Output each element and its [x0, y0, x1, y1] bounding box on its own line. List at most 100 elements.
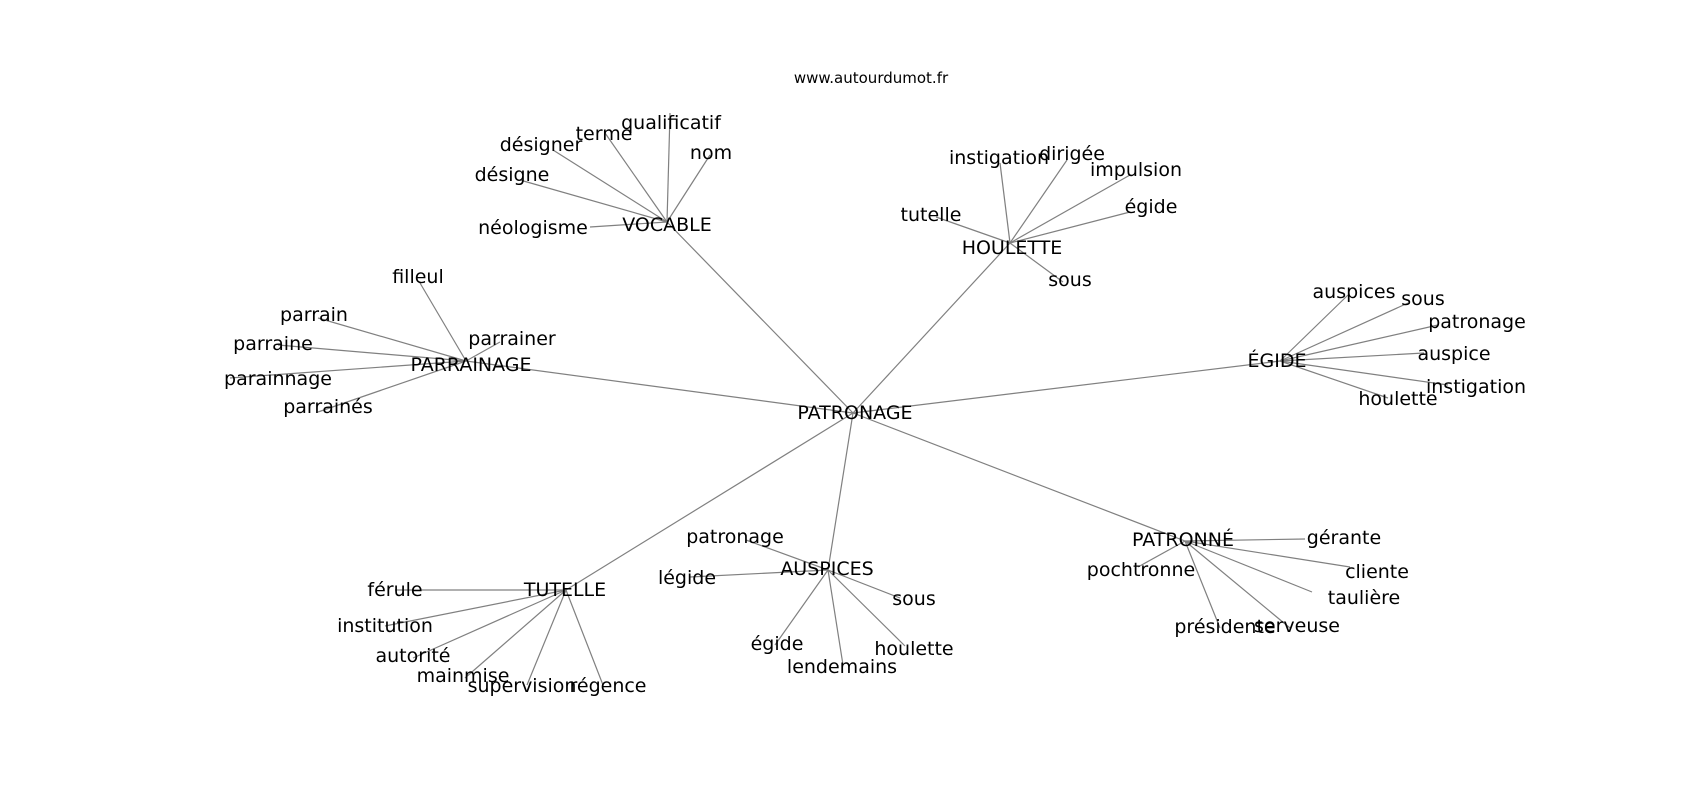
edge-egide-sous [1279, 302, 1409, 362]
leaf-label-parrainer: parrainer [468, 328, 556, 350]
edge-auspices-houlette [827, 569, 906, 647]
leaf-label-instigation: instigation [949, 147, 1049, 169]
leaf-label-lendemains: lendemains [787, 656, 897, 678]
edges [229, 112, 1449, 686]
leaf-label-presidente: présidente [1174, 616, 1275, 638]
leaf-label-impulsion: impulsion [1090, 159, 1182, 181]
hub-label-parrainage: PARRAINAGE [410, 354, 531, 376]
edge-patronne-presidente [1184, 540, 1221, 629]
edge-tutelle-mainmise [464, 589, 567, 679]
edge-parrainage-parraine [277, 344, 467, 362]
labels: PATRONAGEVOCABLEqualificatiftermedésigne… [224, 112, 1526, 697]
edge-auspices-patronage [745, 539, 829, 571]
edge-egide-instigation [1279, 360, 1449, 386]
edge-houlette-sous [1009, 242, 1064, 283]
hub-label-houlette: HOULETTE [962, 237, 1063, 259]
edge-vocable-neologisme [589, 221, 668, 228]
edge-patronne-cliente [1184, 540, 1351, 568]
edge-vocable-terme [604, 132, 668, 223]
edge-root-houlette [852, 242, 1011, 414]
leaf-label-sous: sous [1048, 269, 1091, 291]
leaf-label-tutelle: tutelle [901, 204, 962, 226]
edge-parrainage-parraines [317, 360, 467, 413]
leaf-label-autorite: autorité [376, 645, 451, 667]
edge-root-patronne [852, 412, 1186, 542]
edge-patronne-pochtronne [1137, 540, 1186, 568]
edge-parrainage-parrainer [465, 341, 501, 362]
edge-tutelle-regence [565, 589, 604, 686]
edge-root-auspices [827, 412, 854, 571]
edge-vocable-qualificatif [666, 112, 671, 223]
edge-patronne-tauliere [1184, 540, 1313, 593]
hub-label-egide: ÉGIDE [1248, 349, 1307, 372]
leaf-label-tauliere: taulière [1328, 587, 1400, 609]
edge-tutelle-supervision [526, 589, 567, 686]
leaf-label-pochtronne: pochtronne [1087, 559, 1195, 581]
edge-vocable-designe [519, 179, 668, 223]
leaf-label-cliente: cliente [1345, 561, 1409, 583]
root-node-label: PATRONAGE [797, 402, 912, 424]
edge-houlette-impulsion [1009, 174, 1131, 244]
edge-vocable-designer [552, 149, 668, 223]
edge-root-parrainage [465, 360, 854, 414]
leaf-label-supervision: supervision [468, 675, 577, 697]
site-url: www.autourdumot.fr [794, 69, 949, 87]
leaf-label-egide: égide [1125, 196, 1178, 218]
edge-egide-patronage [1279, 324, 1439, 362]
leaf-label-serveuse: serveuse [1254, 615, 1340, 637]
leaf-label-sous: sous [1401, 288, 1444, 310]
edge-egide-auspice [1279, 352, 1425, 362]
leaf-label-dirigee: dirigée [1039, 143, 1105, 165]
leaf-label-parraines: parrainés [283, 396, 373, 418]
leaf-label-egide: égide [751, 633, 804, 655]
edge-tutelle-institution [384, 589, 567, 627]
edge-parrainage-filleul [419, 282, 467, 362]
leaf-label-patronage: patronage [686, 526, 784, 548]
edge-auspices-legide [689, 569, 829, 578]
edge-vocable-nom [666, 154, 711, 223]
leaf-label-designe: désigne [475, 164, 550, 186]
hub-label-vocable: VOCABLE [622, 214, 712, 236]
leaf-label-regence: régence [569, 675, 646, 697]
edge-houlette-instigation [999, 162, 1011, 244]
leaf-label-houlette: houlette [874, 638, 953, 660]
edge-patronne-serveuse [1184, 540, 1291, 629]
leaf-label-nom: nom [690, 142, 732, 164]
leaf-label-neologisme: néologisme [478, 217, 588, 239]
hub-label-auspices: AUSPICES [780, 558, 873, 580]
edge-houlette-egide [1009, 211, 1131, 244]
leaf-label-filleul: filleul [392, 266, 444, 288]
edge-egide-auspices [1279, 294, 1349, 362]
leaf-label-legide: légide [658, 567, 716, 589]
edge-root-egide [852, 360, 1281, 414]
leaf-label-auspice: auspice [1417, 343, 1490, 365]
hub-label-patronne: PATRONNÉ [1132, 528, 1234, 551]
edge-auspices-sous [827, 569, 901, 599]
leaf-label-terme: terme [576, 123, 633, 145]
leaf-label-parrain: parrain [280, 304, 348, 326]
edge-egide-houlette [1279, 360, 1389, 399]
edge-tutelle-autorite [412, 589, 567, 659]
edge-root-vocable [666, 221, 854, 414]
leaf-label-institution: institution [337, 615, 433, 637]
leaf-label-instigation: instigation [1426, 376, 1526, 398]
edge-root-tutelle [565, 412, 854, 591]
edge-parrainage-parainnage [229, 360, 467, 379]
leaf-label-auspices: auspices [1313, 281, 1396, 303]
edge-houlette-tutelle [935, 216, 1011, 244]
edge-houlette-dirigee [1009, 159, 1068, 244]
edge-auspices-egide [774, 569, 829, 646]
leaf-label-ferule: férule [367, 579, 422, 601]
leaf-label-designer: désigner [500, 134, 583, 156]
edge-parrainage-parrain [317, 317, 467, 362]
leaf-label-parainnage: parainnage [224, 368, 332, 390]
edge-patronne-gerante [1184, 538, 1306, 542]
leaf-label-patronage: patronage [1428, 311, 1526, 333]
leaf-label-mainmise: mainmise [417, 665, 510, 687]
leaf-label-parraine: parraine [233, 333, 313, 355]
leaf-label-sous: sous [892, 588, 935, 610]
leaf-label-houlette: houlette [1358, 388, 1437, 410]
leaf-label-gerante: gérante [1307, 527, 1381, 549]
leaf-label-qualificatif: qualificatif [621, 112, 722, 134]
